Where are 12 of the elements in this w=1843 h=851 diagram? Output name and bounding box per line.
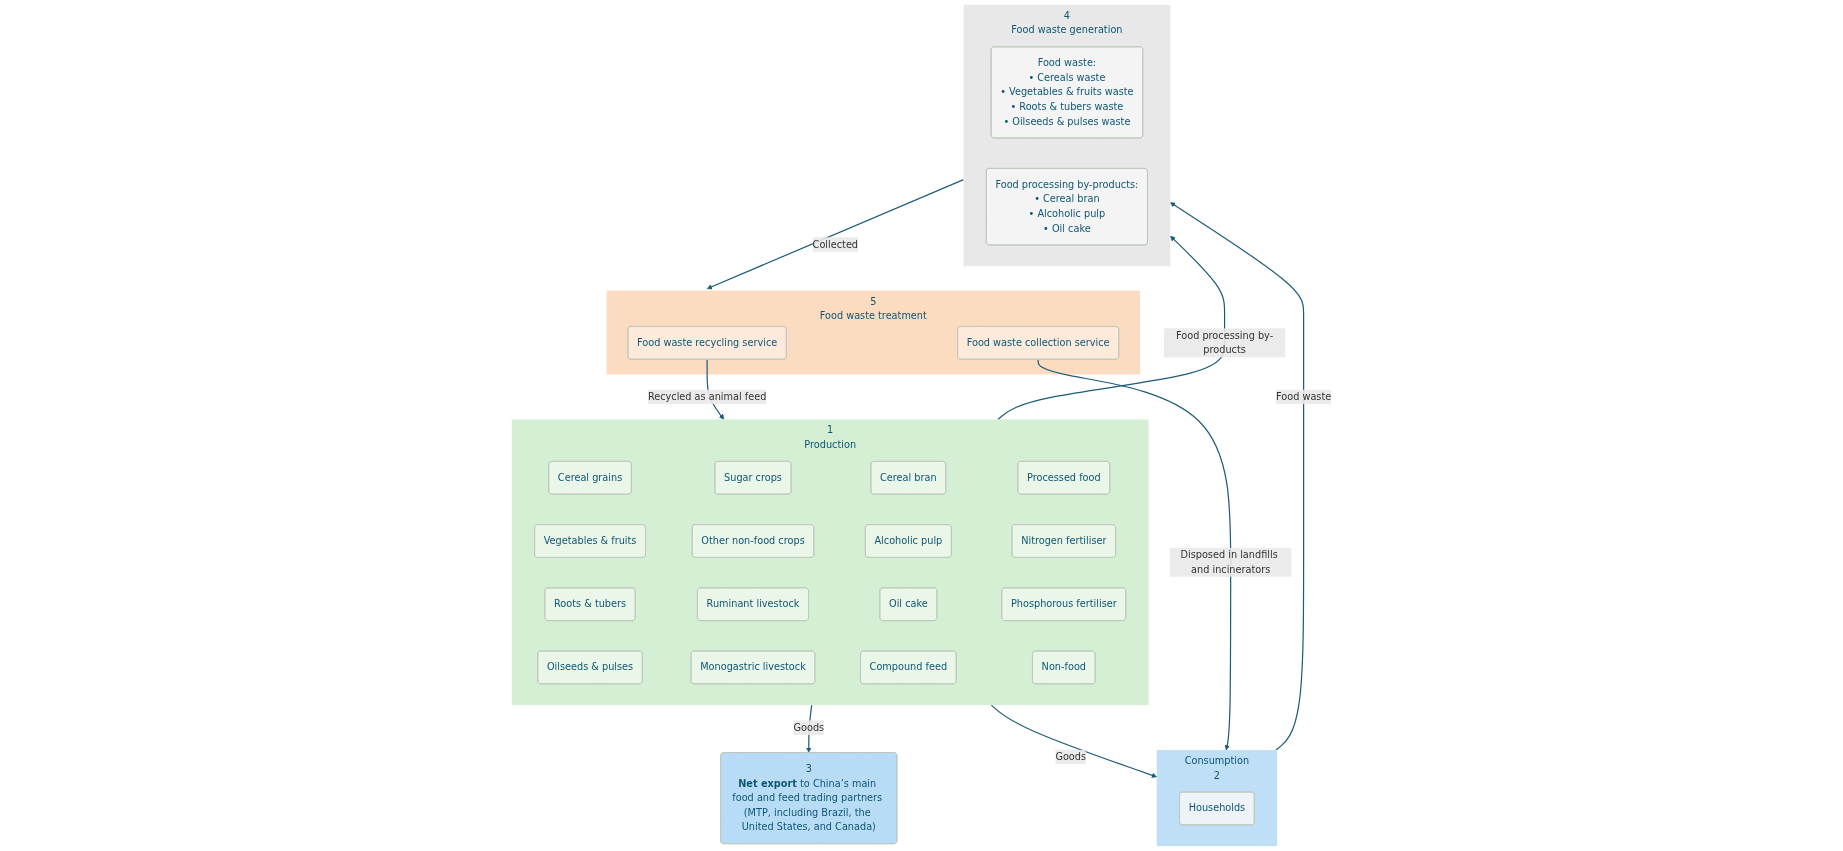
arrow bbox=[1037, 358, 1232, 751]
arrow bbox=[1170, 202, 1305, 751]
edge-label: Recycled as animal feed bbox=[647, 390, 767, 403]
arrow bbox=[706, 178, 965, 290]
edge-label: Disposed in landfills and incinerators bbox=[1180, 548, 1278, 576]
edge-label: Food waste bbox=[1276, 390, 1332, 403]
arrow bbox=[990, 704, 1157, 778]
edge-label: Goods bbox=[793, 721, 825, 734]
edge-label: Goods bbox=[1055, 750, 1087, 763]
arrow bbox=[997, 235, 1226, 421]
edge-label: Collected bbox=[812, 238, 859, 250]
edge-label: Food processing by-products bbox=[1175, 329, 1274, 356]
